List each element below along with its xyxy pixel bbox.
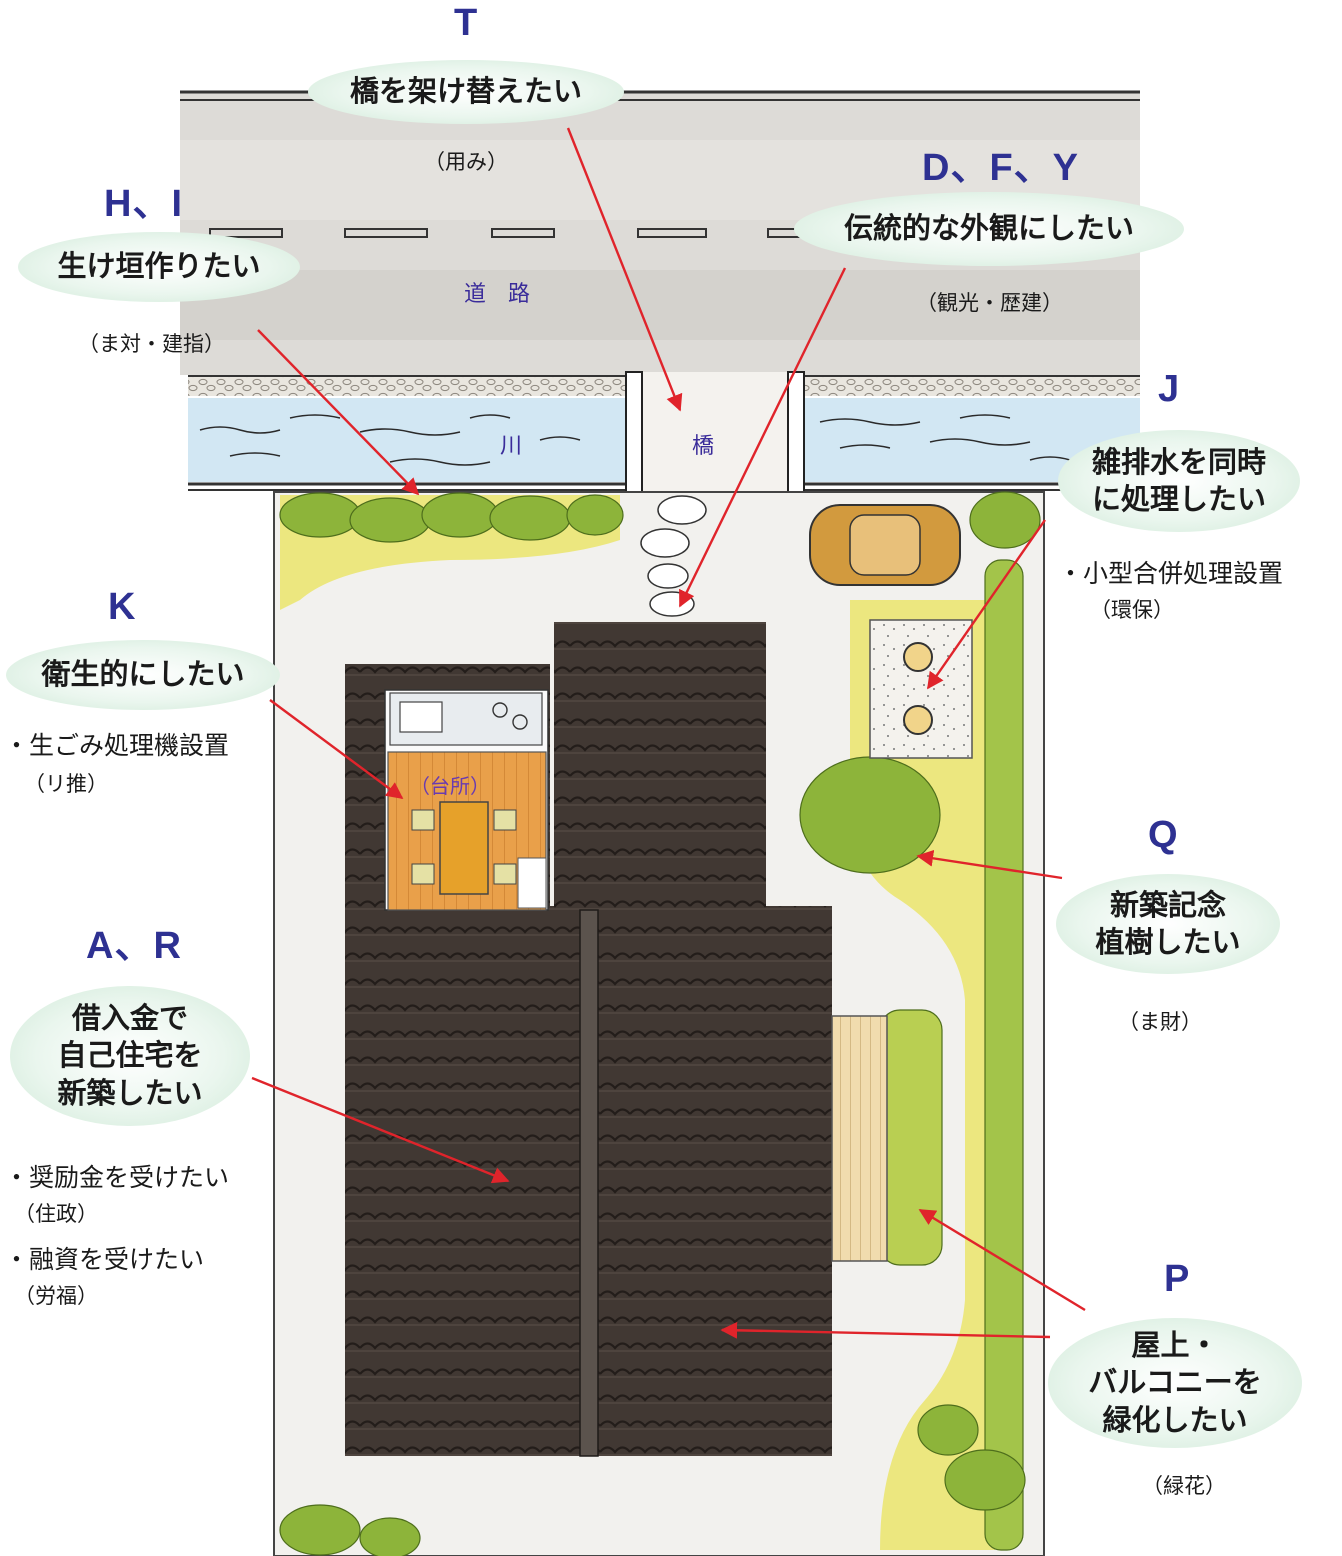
- bubble-HI: 生け垣作りたい: [18, 232, 300, 302]
- agency-T: （用み）: [424, 150, 508, 174]
- bubble-DFY: 伝統的な外観にしたい: [794, 192, 1184, 266]
- bubble-HI-text: 生け垣作りたい: [57, 249, 261, 284]
- bubble-Q-text: 新築記念 植樹したい: [1095, 887, 1241, 959]
- road-centerline: [209, 228, 807, 238]
- bridge-label: 橋: [692, 434, 715, 459]
- note-AR-1: ・奨励金を受けたい: [4, 1163, 230, 1192]
- agency-J: （環保）: [1090, 598, 1174, 622]
- arrow-P2: [720, 1321, 1051, 1339]
- agency-DFY: （観光・歴建）: [916, 291, 1063, 315]
- bubble-T-text: 橋を架け替えたい: [349, 74, 582, 109]
- note-K: ・生ごみ処理機設置: [4, 731, 230, 760]
- bubble-Q: 新築記念 植樹したい: [1056, 874, 1280, 974]
- hedge: [279, 491, 1041, 1556]
- agency-P: （緑花）: [1142, 1474, 1226, 1498]
- agency-AR-1: （住政）: [14, 1202, 98, 1226]
- bubble-DFY-text: 伝統的な外観にしたい: [843, 211, 1134, 246]
- code-DFY: D、F、Y: [922, 147, 1080, 189]
- agency-Q: （ま財）: [1118, 1010, 1202, 1034]
- bubble-AR: 借入金で 自己住宅を 新築したい: [10, 986, 250, 1126]
- bridge: [625, 371, 805, 493]
- house: [345, 622, 888, 1457]
- note-J: ・小型合併処理設置: [1058, 559, 1284, 588]
- arrow-T: [566, 127, 683, 412]
- code-P: P: [1164, 1258, 1191, 1300]
- arrow-DFY: [678, 267, 847, 608]
- agency-HI: （ま対・建指）: [78, 332, 225, 356]
- kitchen-label: （台所）: [410, 774, 490, 798]
- arrow-J: [927, 519, 1046, 690]
- note-AR-2: ・融資を受けたい: [4, 1245, 205, 1274]
- code-T: T: [454, 2, 479, 44]
- code-HI: H、I: [104, 183, 184, 225]
- bubble-J-text: 雑排水を同時 に処理したい: [1091, 444, 1266, 516]
- code-AR: A、R: [86, 925, 182, 967]
- arrow-Q: [916, 849, 1063, 880]
- bubble-P-text: 屋上・ バルコニーを 緑化したい: [1088, 1328, 1262, 1437]
- bubble-AR-text: 借入金で 自己住宅を 新築したい: [57, 1001, 203, 1110]
- arrow-K: [269, 699, 404, 800]
- bubble-J: 雑排水を同時 に処理したい: [1058, 430, 1300, 532]
- road-label: 道 路: [464, 282, 531, 307]
- agency-AR-2: （労福）: [14, 1284, 98, 1308]
- kitchen: [384, 689, 549, 911]
- arrow-P1: [918, 1208, 1086, 1312]
- bubble-T: 橋を架け替えたい: [308, 60, 624, 124]
- arrow-AR: [251, 1076, 510, 1184]
- bubble-K: 衛生的にしたい: [6, 640, 280, 710]
- code-K: K: [108, 586, 137, 628]
- bubble-K-text: 衛生的にしたい: [41, 657, 245, 692]
- river-label: 川: [500, 434, 523, 459]
- code-J: J: [1158, 368, 1181, 410]
- agency-K: （リ推）: [24, 772, 108, 796]
- car: [809, 504, 961, 586]
- code-Q: Q: [1148, 814, 1179, 856]
- bubble-P: 屋上・ バルコニーを 緑化したい: [1048, 1318, 1302, 1448]
- arrow-HI: [257, 329, 420, 496]
- septic-tank: [869, 619, 973, 759]
- callout-arrows: [251, 127, 1086, 1339]
